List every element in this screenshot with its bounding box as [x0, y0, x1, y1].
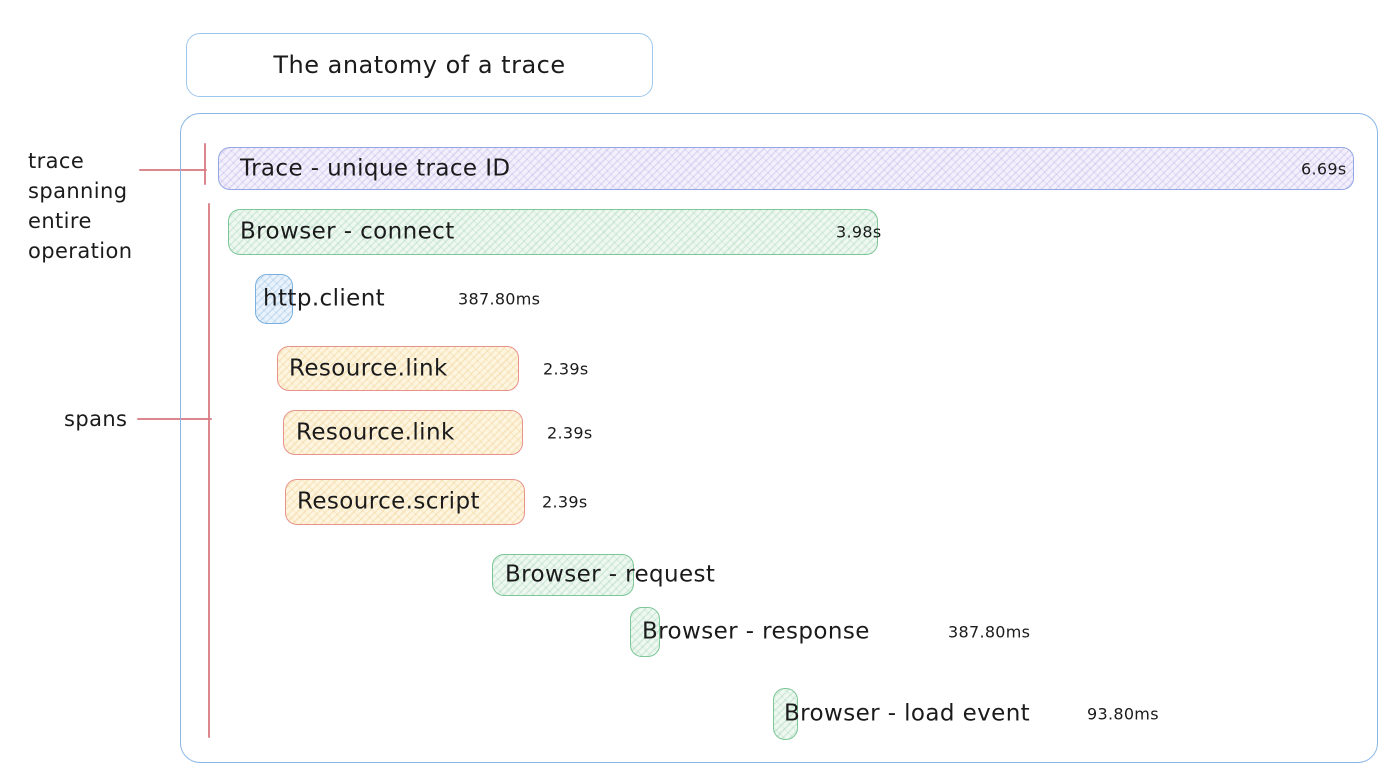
span-bar-resource-script — [285, 479, 525, 525]
span-label-trace: Trace - unique trace ID — [240, 154, 511, 181]
span-label-resource-link-1: Resource.link — [289, 354, 448, 381]
span-bar-resource-link-2 — [283, 410, 523, 455]
span-bar-browser-load-event — [773, 688, 798, 740]
span-bar-http-client — [255, 274, 293, 324]
span-label-http-client: http.client — [263, 285, 386, 312]
span-duration-browser-response: 387.80ms — [948, 622, 1031, 642]
span-bar-trace — [218, 147, 1354, 190]
span-bar-resource-link-1 — [277, 346, 519, 391]
span-duration-resource-link-2: 2.39s — [547, 423, 593, 442]
span-label-browser-connect: Browser - connect — [240, 218, 455, 245]
span-bar-browser-request — [492, 554, 634, 596]
span-duration-http-client: 387.80ms — [458, 289, 541, 309]
span-duration-resource-script: 2.39s — [542, 492, 588, 512]
span-label-resource-script: Resource.script — [297, 488, 480, 515]
span-duration-resource-link-1: 2.39s — [543, 359, 589, 378]
span-bar-browser-response — [630, 607, 660, 657]
spans-annotation: spans — [64, 407, 128, 431]
span-label-resource-link-2: Resource.link — [296, 418, 455, 445]
trace-annotation: trace spanning entire operation — [28, 149, 133, 263]
span-duration-browser-connect: 3.98s — [836, 222, 882, 242]
diagram-title-box: The anatomy of a trace — [186, 33, 653, 97]
span-label-browser-request: Browser - request — [505, 561, 716, 588]
span-label-browser-response: Browser - response — [642, 618, 870, 645]
span-duration-browser-load-event: 93.80ms — [1087, 704, 1159, 724]
span-bar-browser-connect — [228, 209, 878, 255]
span-duration-trace: 6.69s — [1301, 159, 1347, 178]
span-label-browser-load-event: Browser - load event — [784, 700, 1031, 727]
trace-container-box — [180, 113, 1378, 763]
diagram-title: The anatomy of a trace — [273, 51, 566, 79]
